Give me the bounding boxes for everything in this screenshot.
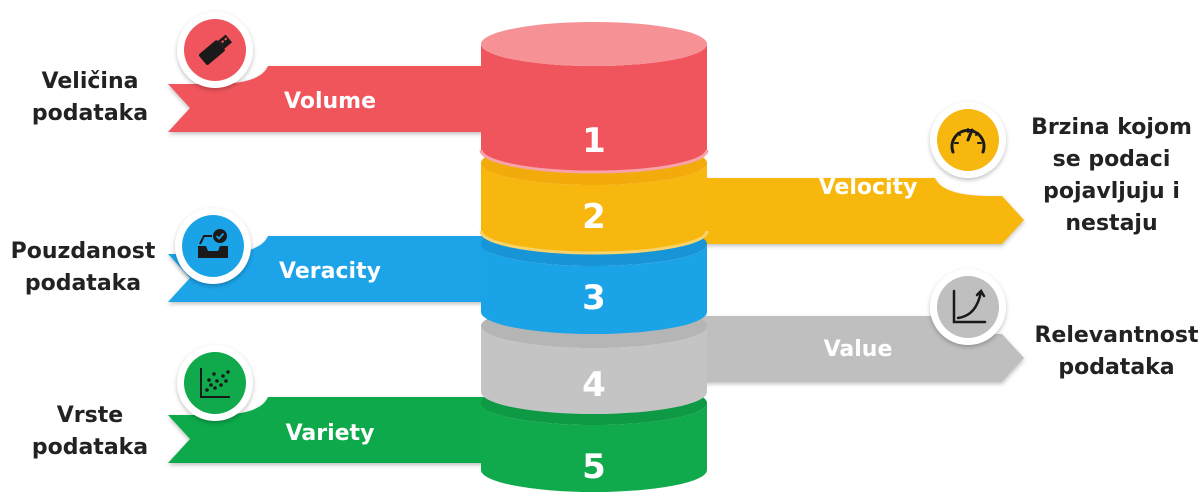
icon-badge-volume <box>177 12 253 88</box>
description-value: Relevantnost podataka <box>1034 323 1199 380</box>
description-variety: Vrste podataka <box>31 403 149 460</box>
verified-inbox-icon <box>198 229 228 258</box>
layer-number-5: 5 <box>582 447 606 487</box>
layer-number-1: 1 <box>582 121 606 161</box>
growth-curve-icon <box>952 288 987 324</box>
ribbon-variety <box>168 397 490 463</box>
description-veracity: Pouzdanost podataka <box>10 239 156 296</box>
layer-number-2: 2 <box>582 197 606 237</box>
icon-badge-velocity <box>930 102 1006 178</box>
scatter-plot-icon <box>200 368 230 398</box>
ribbon-label-veracity: Veracity <box>279 259 381 284</box>
ribbon-velocity <box>700 178 1024 244</box>
ribbon-label-variety: Variety <box>286 421 375 446</box>
description-volume: Veličina podataka <box>31 69 149 126</box>
layer-1 <box>479 22 709 174</box>
layer-number-4: 4 <box>582 365 606 405</box>
ribbon-label-velocity: Velocity <box>819 175 918 200</box>
speedometer-icon <box>950 128 986 154</box>
ribbon-volume <box>168 66 490 132</box>
usb-drive-icon <box>199 34 233 65</box>
layer-number-3: 3 <box>582 278 606 318</box>
ribbon-label-volume: Volume <box>284 89 376 114</box>
icon-badge-value <box>930 269 1006 345</box>
icon-badge-veracity <box>175 208 251 284</box>
icon-badge-variety <box>177 345 253 421</box>
description-velocity: Brzina kojom se podaci pojavljuju i nest… <box>1031 115 1192 236</box>
ribbon-label-value: Value <box>824 337 893 362</box>
